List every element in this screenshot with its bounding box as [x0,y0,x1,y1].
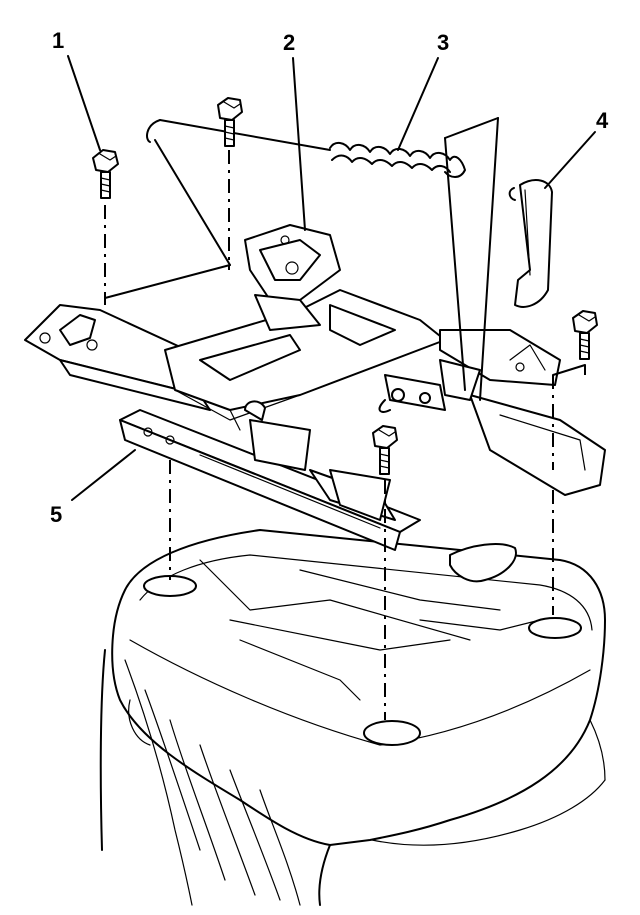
bolt-4 [372,425,398,475]
callout-5: 5 [50,502,63,527]
bolt-3 [572,310,598,360]
bolt-1 [92,149,119,199]
callout-3: 3 [437,30,450,55]
seat-track-cover [508,179,553,308]
seat-cushion [99,529,606,906]
assist-spring [146,119,466,178]
callout-leaders [67,55,596,501]
callout-1: 1 [52,28,65,53]
bolt-2 [217,97,243,147]
alignment-lines [104,117,586,720]
callout-4: 4 [596,108,609,133]
seat-adjuster-frame [24,224,606,521]
callout-2: 2 [283,30,296,55]
